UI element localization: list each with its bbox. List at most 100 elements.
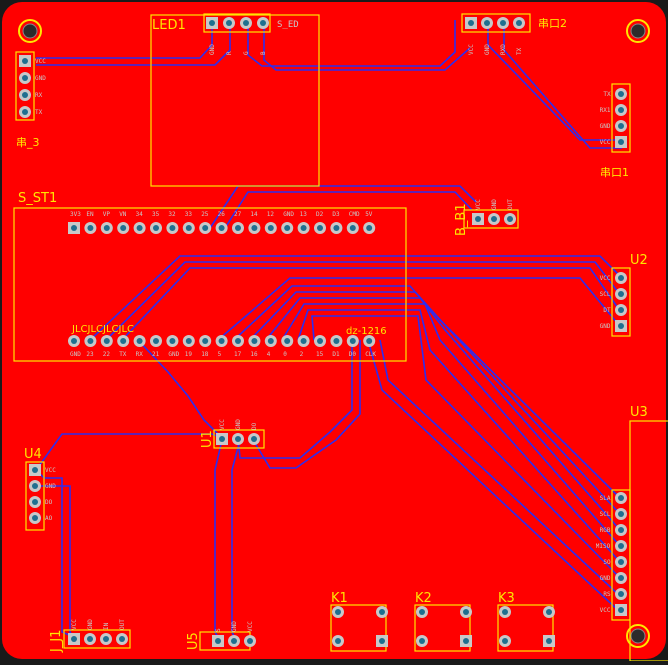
- s-st1-bottom-pad: [133, 335, 146, 347]
- mounting-hole-cores: [22, 23, 646, 644]
- s-st1-bottom-pin-label: GND: [168, 351, 179, 358]
- s-st1-top-pad: [264, 222, 277, 234]
- s-st1-bottom-pin-label: 18: [201, 351, 209, 358]
- s-st1-bottom-pad: [264, 335, 277, 347]
- traces: [35, 20, 622, 641]
- switch-pad: [332, 635, 344, 647]
- s-st1-top-pad: [133, 222, 146, 234]
- switch-pad: [499, 635, 511, 647]
- u5-pin-label: VCC: [247, 621, 254, 632]
- s-st1-top-pin-label: VP: [103, 211, 111, 218]
- s-st1-bottom-pin-label: 21: [152, 351, 160, 358]
- s-st1-bottom-pin-label: RX: [136, 351, 144, 358]
- u2-pin-label: SCL: [600, 291, 611, 298]
- j1-pin-label: IN: [103, 622, 110, 630]
- j1-pin-label: GND: [87, 619, 94, 630]
- u5-pad: [244, 635, 256, 647]
- u2-pin-label: GND: [600, 323, 611, 330]
- u4-pin-label: DO: [45, 499, 53, 506]
- silkscreen: [13, 13, 668, 662]
- led1-pin-label: R: [226, 51, 233, 55]
- u2-pad: [615, 320, 627, 332]
- s-st1-bottom-pin-label: 2: [300, 351, 304, 358]
- j1-pin-label: VCC: [71, 619, 78, 630]
- u3-pin-label: MISO: [596, 543, 611, 550]
- ref-led1: LED1: [152, 18, 186, 33]
- u4-pin-label: VCC: [45, 467, 56, 474]
- switch-pad: [499, 606, 511, 618]
- j1-pad: [116, 633, 128, 645]
- j1-pin-label: OUT: [119, 619, 126, 630]
- s-st1-top-pad: [330, 222, 343, 234]
- j3-pin-label: VCC: [35, 58, 46, 65]
- s-st1-top-pin-label: 26: [218, 211, 226, 218]
- u4-pin-label: AO: [45, 515, 53, 522]
- s-st1-bottom-pin-label: 15: [316, 351, 324, 358]
- s-st1-bottom-pad: [281, 335, 294, 347]
- s-st1-top-pad: [199, 222, 212, 234]
- s-st1-bottom-pin-label: 5: [218, 351, 222, 358]
- s-st1-bottom-pin-label: D0: [349, 351, 357, 358]
- j2-pin-label: TX: [516, 47, 523, 55]
- j4-pad: [615, 88, 627, 100]
- s-st1-top-pin-label: 5V: [365, 211, 373, 218]
- u2-pin-label: VCC: [600, 275, 611, 282]
- mounting-hole-tl: [18, 19, 42, 43]
- u3-pad: [615, 508, 627, 520]
- s-st1-bottom-pad: [182, 335, 195, 347]
- b-b1-pin-label: VCC: [475, 199, 482, 210]
- s-st1-bottom-pin-label: 4: [267, 351, 271, 358]
- s-st1-bottom-pin-label: 19: [185, 351, 193, 358]
- j2-pad: [513, 17, 525, 29]
- j4-pad: [615, 136, 627, 148]
- mounting-holes: [18, 19, 650, 648]
- s-st1-top-pad: [150, 222, 162, 234]
- s-st1-top-pin-label: 27: [234, 211, 242, 218]
- ref-b-b1: B_B1: [454, 203, 469, 236]
- s-st1-top-pin-label: 25: [201, 211, 209, 218]
- u3-pad: [615, 572, 627, 584]
- s-st1-top-pad: [182, 222, 195, 234]
- s-st1-bottom-pad: [166, 335, 179, 347]
- s-st1-top-pad: [215, 222, 228, 234]
- b-b1-pad: [488, 213, 500, 225]
- j1-pad: [84, 633, 96, 645]
- s-st1-bottom-pin-label: 16: [250, 351, 258, 358]
- u3-pad: [615, 556, 627, 568]
- u1-pad: [232, 433, 244, 445]
- u3-pin-label: GND: [600, 575, 611, 582]
- ref-u2: U2: [630, 253, 648, 268]
- j3-pad: [19, 72, 31, 84]
- s-st1-bottom-pad: [68, 335, 80, 347]
- mounting-hole-tr: [626, 19, 650, 43]
- s-st1-top-pin-label: 13: [300, 211, 308, 218]
- s-st1-outline: [13, 207, 407, 362]
- s-st1-bottom-pin-label: TX: [119, 351, 127, 358]
- j4-pad: [615, 120, 627, 132]
- j3-pin-label: GND: [35, 75, 46, 82]
- s-st1-bottom-pad: [84, 335, 97, 347]
- ref-k2: K2: [415, 591, 432, 606]
- j4-pin-label: VCC: [600, 139, 611, 146]
- switch-pad: [460, 606, 472, 618]
- u2-pad: [615, 304, 627, 316]
- s-st1-bottom-pin-label: 17: [234, 351, 242, 358]
- s-st1-bottom-pin-label: 23: [86, 351, 94, 358]
- u3-pin-label: SCL: [600, 511, 611, 518]
- u3-pad: [615, 492, 627, 504]
- switch-pad: [543, 606, 555, 618]
- ref-k1: K1: [331, 591, 348, 606]
- s-st1-bottom-pad: [346, 335, 359, 347]
- led1-pad: [257, 17, 269, 29]
- j4-pin-label: TX: [603, 91, 611, 98]
- u1-pad: [248, 433, 260, 445]
- u2-pin-label: DT: [603, 307, 611, 314]
- s-st1-bottom-pad: [232, 335, 244, 347]
- s-st1-bottom-pin-label: 0: [283, 351, 287, 358]
- j2-pin-label: GND: [484, 44, 491, 55]
- ref-s-st1: S_ST1: [18, 191, 57, 206]
- u4-pin-label: GND: [45, 483, 56, 490]
- j3-pad: [19, 89, 31, 101]
